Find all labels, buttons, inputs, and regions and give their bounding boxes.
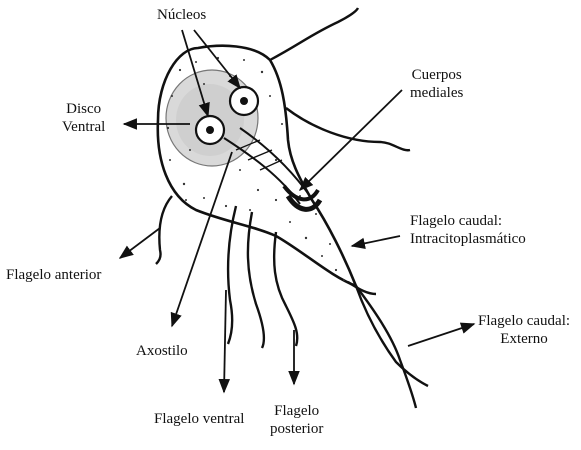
label-flagelo-posterior: Flagelo posterior — [270, 402, 323, 438]
label-nucleos: Núcleos — [157, 6, 206, 24]
label-axostilo: Axostilo — [136, 342, 188, 360]
pointer-caudal-int — [352, 236, 400, 246]
pointer-anterior — [120, 228, 160, 258]
label-cuerpos-mediales: Cuerpos mediales — [410, 66, 463, 102]
pointer-cuerpos — [300, 90, 402, 190]
pointer-ventral — [224, 290, 226, 392]
label-flagelo-caudal-externo: Flagelo caudal: Externo — [478, 312, 570, 348]
flagella-lines — [156, 8, 428, 408]
label-flagelo-caudal-intra: Flagelo caudal: Intracitoplasmático — [410, 212, 526, 248]
pointer-caudal-ext — [408, 324, 474, 346]
label-flagelo-anterior: Flagelo anterior — [6, 266, 101, 284]
label-flagelo-ventral: Flagelo ventral — [154, 410, 244, 428]
label-disco-ventral: Disco Ventral — [62, 100, 105, 136]
pointer-axostilo — [172, 152, 232, 326]
